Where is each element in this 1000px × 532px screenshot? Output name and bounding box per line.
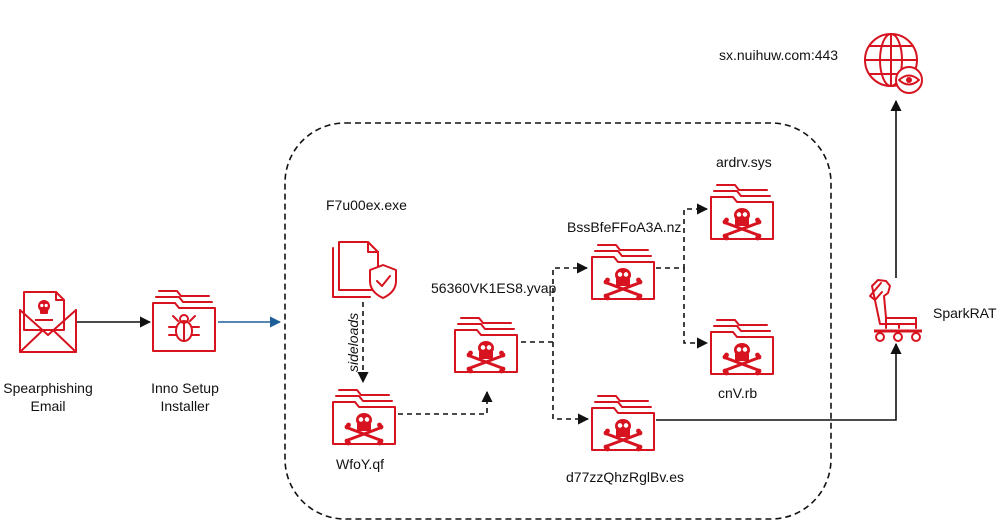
node-label-email-line1: Spearphishing xyxy=(3,380,93,396)
signed-files-icon xyxy=(332,241,397,299)
edge-nz-cnv xyxy=(683,268,709,349)
node-label-installer-line2: Installer xyxy=(160,398,210,414)
node-label-installer-line1: Inno Setup xyxy=(151,380,219,396)
node-label-es: d77zzQhzRglBv.es xyxy=(566,469,685,485)
node-label-wfoy: WfoY.qf xyxy=(336,456,384,472)
folder-skull-icon xyxy=(590,394,656,452)
node-label-email: Spearphishing Email xyxy=(3,379,93,415)
folder-bug-icon xyxy=(152,290,216,352)
email-skull-icon xyxy=(19,291,77,353)
node-label-installer: Inno Setup Installer xyxy=(151,379,219,415)
edge-label-sideloads: sideloads xyxy=(345,313,361,372)
node-label-email-line2: Email xyxy=(30,398,66,414)
node-label-exe: F7u00ex.exe xyxy=(326,197,407,213)
node-label-c2: sx.nuihuw.com:443 xyxy=(719,47,839,63)
node-label-cnv: cnV.rb xyxy=(718,385,758,401)
dropper-boundary xyxy=(284,122,832,520)
node-label-nz: BssBfeFFoA3A.nz xyxy=(567,219,682,235)
trojan-horse-icon xyxy=(869,279,922,342)
edge-es-sparkrat xyxy=(656,342,902,421)
node-label-yvap: 56360VK1ES8.yvap xyxy=(431,280,557,296)
folder-skull-icon xyxy=(709,183,775,241)
folder-skull-icon xyxy=(590,243,656,301)
edge-wfoy-yvap xyxy=(398,390,493,415)
folder-skull-icon xyxy=(453,316,519,374)
edge-yvap-es xyxy=(552,342,590,425)
folder-skull-icon xyxy=(331,388,397,446)
edge-nz-ardrv xyxy=(656,203,709,269)
node-label-ardrv: ardrv.sys xyxy=(716,154,772,170)
folder-skull-icon xyxy=(709,318,775,376)
globe-eye-icon xyxy=(864,33,923,94)
node-label-sparkrat: SparkRAT xyxy=(933,305,997,321)
